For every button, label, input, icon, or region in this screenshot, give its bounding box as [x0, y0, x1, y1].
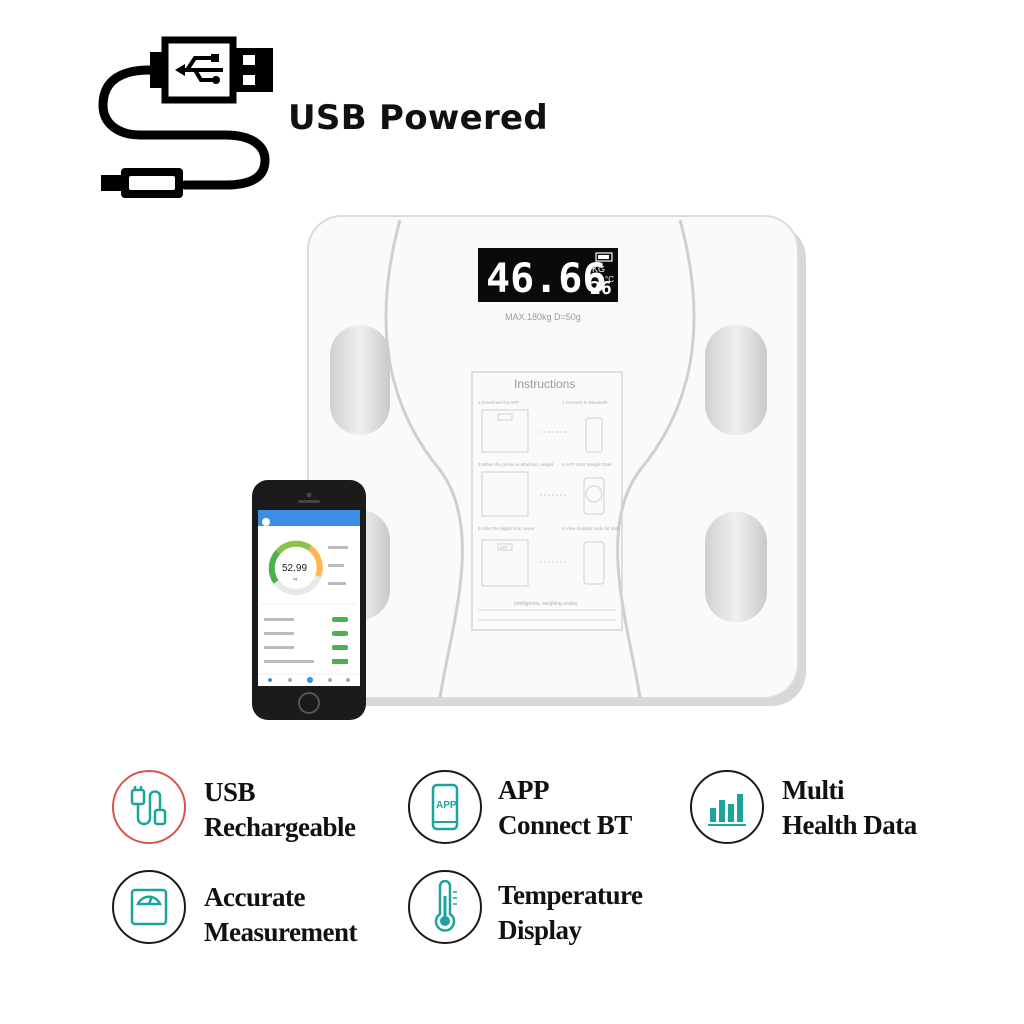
instructions-title: Instructions	[514, 377, 575, 391]
feature-temperature-line2: Display	[498, 915, 582, 945]
feature-app-line2: Connect BT	[498, 810, 632, 840]
lcd-weight: 46.66	[486, 256, 606, 302]
instruction-step-4: 4.APP Gets Weight Data	[562, 462, 612, 467]
instruction-step-6: 6.View multiple body fat data	[562, 526, 620, 531]
instruction-step-2: 2.Connect to Bluetooth	[562, 400, 608, 405]
instruction-step-3: 3.When the phone is attached, weight	[478, 462, 554, 467]
feature-app-line1: APP	[498, 775, 549, 805]
body-scale-image: 46.66 KG 26 °C MAX.180kg D=50g Instructi…	[307, 215, 806, 706]
instruction-footer: Intelligence, weighing scales	[514, 601, 578, 607]
svg-text:APP: APP	[436, 800, 457, 811]
feature-accurate-label: Accurate Measurement	[204, 880, 357, 950]
feature-usb-label: USB Rechargeable	[204, 775, 356, 845]
thermometer-icon	[408, 870, 482, 944]
phone-main-value: 52.99	[282, 563, 307, 574]
feature-accurate-line2: Measurement	[204, 917, 357, 947]
feature-temperature-line1: Temperature	[498, 880, 643, 910]
feature-usb-line1: USB	[204, 777, 256, 807]
instruction-app-label: APP	[500, 545, 508, 550]
header-title: USB Powered	[288, 98, 549, 138]
lcd-unit: KG	[592, 264, 605, 274]
scale-spec-text: MAX.180kg D=50g	[505, 312, 581, 322]
scale-icon	[112, 870, 186, 944]
feature-usb-line2: Rechargeable	[204, 812, 356, 842]
lcd-temp: 26	[590, 278, 612, 299]
phone-main-unit: kg	[293, 576, 297, 581]
feature-app-label: APP Connect BT	[498, 773, 632, 843]
feature-accurate-line1: Accurate	[204, 882, 305, 912]
smartphone-image: 52.99 kg	[252, 480, 366, 720]
feature-health-line2: Health Data	[782, 810, 917, 840]
bar-chart-icon	[690, 770, 764, 844]
usb-cable-icon	[98, 36, 273, 198]
instruction-step-5: 5.After the digital lock, leave	[478, 526, 535, 531]
scale-lcd-display: 46.66 KG 26 °C	[486, 252, 614, 302]
feature-health-line1: Multi	[782, 775, 844, 805]
feature-health-label: Multi Health Data	[782, 773, 917, 843]
app-phone-icon: APP	[408, 770, 482, 844]
battery-icon	[595, 252, 613, 262]
lcd-temp-unit: °C	[605, 275, 614, 284]
usb-plug-icon	[112, 770, 186, 844]
instruction-step-1: 1.Download the APP	[478, 400, 519, 405]
feature-temperature-label: Temperature Display	[498, 878, 643, 948]
